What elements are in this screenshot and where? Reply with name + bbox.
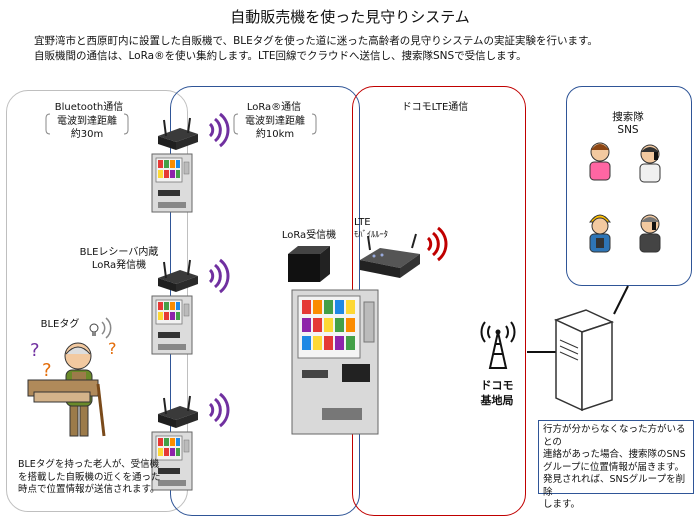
elderly-note-line2: を搭載した自販機の近くを通った: [18, 471, 161, 483]
lora-range-spec: 電波到達距離 約10km: [230, 115, 320, 141]
missing-person-note: 行方が分からなくなった方がいるとの 連絡があった場合、捜索隊のSNS グループに…: [538, 420, 694, 510]
search-team-label: 捜索隊 SNS: [588, 111, 668, 137]
ble-receiver-label: BLEレシーバ内蔵 LoRa発信機: [64, 246, 174, 272]
lora-receiver-label: LoRa受信機: [281, 230, 337, 241]
cell-tower: [480, 321, 516, 369]
ble-receiver-label-line1: BLEレシーバ内蔵: [79, 247, 159, 258]
lora-router-1: [157, 117, 199, 151]
lte-signal-waves: [426, 226, 448, 262]
bluetooth-spec-value: 約30m: [70, 129, 104, 140]
signal-waves-3: [208, 392, 230, 428]
sns-zone: [566, 86, 692, 286]
signal-waves-2: [208, 258, 230, 294]
sns-person-3: [589, 214, 611, 253]
lora-router-3: [157, 395, 199, 429]
svg-text:?: ?: [30, 340, 40, 361]
signal-waves-1: [208, 112, 230, 148]
vending-machine-2: [151, 295, 193, 355]
lte-zone-title: ドコモLTE通信: [401, 102, 469, 113]
bluetooth-range-spec: 電波到達距離 約30m: [42, 115, 132, 141]
lora-receiver-box: [288, 246, 330, 282]
sns-person-4: [639, 214, 661, 253]
server-sns-link: [613, 285, 629, 315]
lora-zone-title: LoRa®通信: [246, 102, 302, 113]
elderly-note-line1: BLEタグを持った老人が、受信機: [18, 459, 160, 470]
intro-line-1: 宜野湾市と西原町内に設置した自販機で、BLEタグを使った道に迷った高齢者の見守り…: [34, 35, 598, 47]
missing-note-line1: 行方が分からなくなった方がいるとの: [543, 424, 686, 448]
lte-label-line1: LTE: [354, 217, 371, 228]
base-station-line2: 基地局: [480, 394, 514, 407]
missing-note-line2: 連絡があった場合、捜索隊のSNS: [543, 449, 686, 460]
bluetooth-spec-label: 電波到達距離: [57, 116, 117, 127]
lora-spec-value: 約10km: [255, 129, 295, 140]
elderly-person-illustration: ? ? ?: [27, 339, 117, 437]
cloud-server: [553, 309, 615, 412]
elderly-note-line3: 時点で位置情報が送信されます。: [18, 484, 160, 495]
ble-tag-label: BLEタグ: [40, 319, 80, 330]
ble-tag-icon: [89, 317, 112, 339]
search-team-line1: 捜索隊: [612, 111, 644, 123]
base-station-label: ドコモ 基地局: [464, 378, 530, 408]
missing-note-line4: 発見されれば、SNSグループを削除: [543, 474, 686, 498]
missing-note-line5: します。: [543, 499, 581, 510]
svg-text:?: ?: [108, 339, 117, 358]
search-team-line2: SNS: [617, 124, 639, 136]
svg-text:?: ?: [42, 360, 52, 381]
lora-spec-label: 電波到達距離: [245, 116, 305, 127]
sns-person-2: [639, 144, 661, 183]
sns-person-1: [589, 142, 611, 181]
lte-mobile-router: [360, 233, 420, 278]
intro-line-2: 自販機間の通信は、LoRa®を使い集約します。LTE回線でクラウドへ送信し、捜索…: [34, 50, 527, 62]
intro-text: 宜野湾市と西原町内に設置した自販機で、BLEタグを使った道に迷った高齢者の見守り…: [34, 34, 684, 64]
missing-note-line3: グループに位置情報が届きます。: [543, 461, 684, 473]
page-title: 自動販売機を使った見守りシステム: [230, 8, 470, 26]
central-vending-machine: [291, 289, 379, 435]
ble-receiver-label-line2: LoRa発信機: [91, 260, 147, 271]
elderly-note: BLEタグを持った老人が、受信機 を搭載した自販機の近くを通った 時点で位置情報…: [18, 459, 168, 497]
lte-label-line2: ﾓﾊﾞｲﾙﾙｰﾀ: [354, 230, 389, 240]
bluetooth-zone-title: Bluetooth通信: [54, 102, 124, 113]
vending-machine-1: [151, 153, 193, 213]
lte-label: LTE ﾓﾊﾞｲﾙﾙｰﾀ: [354, 216, 408, 242]
base-station-line1: ドコモ: [480, 379, 514, 392]
